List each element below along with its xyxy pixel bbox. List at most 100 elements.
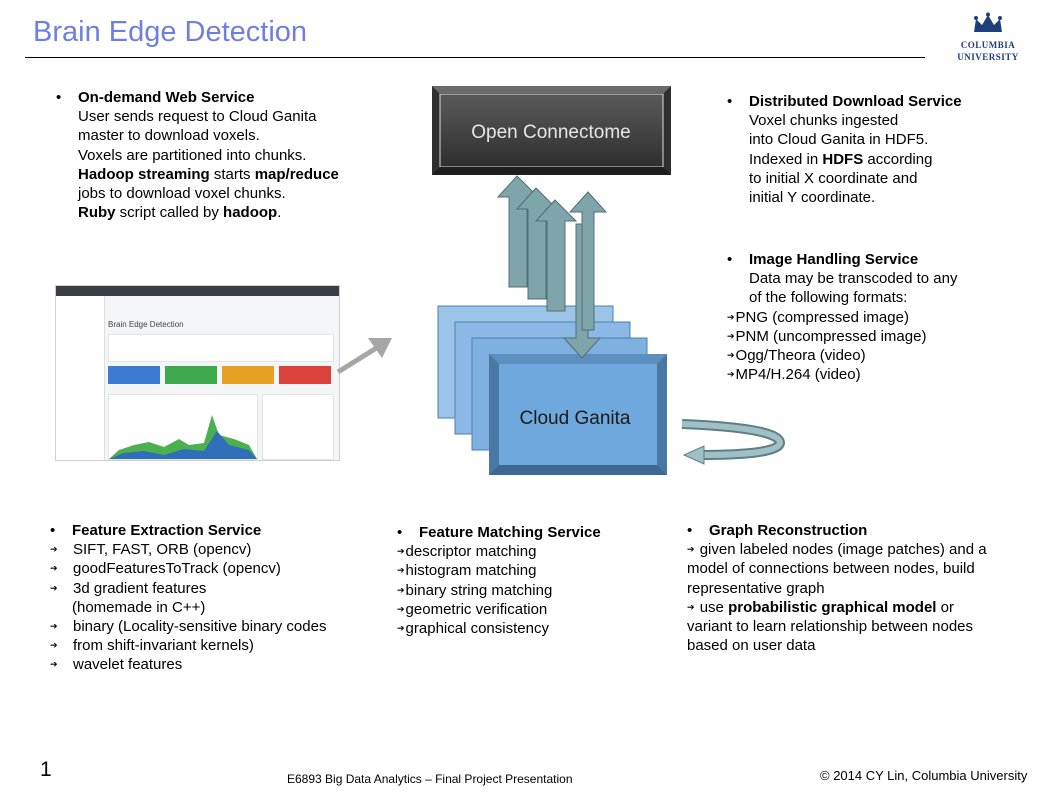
transfer-arrows bbox=[496, 175, 608, 359]
image-service-block: • Image Handling Service Data may be tran… bbox=[727, 250, 957, 384]
extraction-item: binary (Locality-sensitive binary codes bbox=[73, 618, 327, 636]
web-service-line-4: Hadoop streaming starts map/reduce bbox=[56, 165, 339, 184]
arrow-bullet-icon: ➔ bbox=[727, 369, 735, 380]
screenshot-tile bbox=[222, 366, 274, 384]
image-line: Data may be transcoded to any bbox=[749, 270, 958, 288]
download-line: initial Y coordinate. bbox=[749, 189, 876, 207]
web-service-block: •On-demand Web Service User sends reques… bbox=[56, 88, 339, 222]
bullet-icon: • bbox=[727, 251, 733, 268]
open-connectome-box bbox=[432, 86, 671, 175]
graph-reconstruction-block: •Graph Reconstruction ➔ given labeled no… bbox=[687, 521, 987, 655]
loop-arrow bbox=[681, 419, 786, 465]
download-line: to initial X coordinate and bbox=[749, 169, 918, 187]
graph-line: based on user data bbox=[687, 637, 816, 655]
arrow-bullet-icon: ➔ bbox=[687, 544, 695, 555]
format-item: ➔MP4/H.264 (video) bbox=[727, 365, 957, 384]
screenshot-tile bbox=[108, 366, 160, 384]
arrow-bullet-icon: ➔ bbox=[397, 603, 405, 614]
arrow-bullet-icon: ➔ bbox=[50, 582, 58, 593]
screenshot-heading: Brain Edge Detection bbox=[108, 320, 184, 329]
arrow-bullet-icon: ➔ bbox=[397, 584, 405, 595]
slide-title: Brain Edge Detection bbox=[33, 16, 308, 48]
pgm-text: probabilistic graphical model bbox=[728, 598, 937, 616]
image-line: of the following formats: bbox=[749, 289, 908, 307]
matching-item: geometric verification bbox=[405, 600, 548, 618]
feature-extraction-block: • Feature Extraction Service ➔ SIFT, FAST,… bbox=[50, 521, 326, 675]
cloud-ganita-box bbox=[489, 354, 667, 475]
feature-extraction-header: Feature Extraction Service bbox=[72, 522, 262, 539]
web-service-header: On-demand Web Service bbox=[78, 89, 255, 106]
format-item: ➔PNM (uncompressed image) bbox=[727, 327, 957, 346]
extraction-item: goodFeaturesToTrack (opencv) bbox=[73, 560, 281, 578]
dashboard-screenshot: Brain Edge Detection bbox=[55, 285, 340, 461]
download-line: Voxel chunks ingested bbox=[749, 112, 899, 130]
screenshot-area-chart bbox=[109, 415, 257, 459]
extraction-item: SIFT, FAST, ORB (opencv) bbox=[73, 541, 252, 559]
arrow-bullet-icon: ➔ bbox=[50, 544, 58, 555]
page-number: 1 bbox=[40, 758, 52, 781]
logo-line-1: Columbia bbox=[960, 40, 1016, 50]
period-text: . bbox=[277, 204, 282, 222]
web-service-line: jobs to download voxel chunks. bbox=[78, 185, 286, 203]
screenshot-sidebar bbox=[56, 296, 105, 460]
screenshot-tile bbox=[165, 366, 217, 384]
screenshot-tile bbox=[279, 366, 331, 384]
arrow-bullet-icon: ➔ bbox=[397, 565, 405, 576]
graph-line: representative graph bbox=[687, 579, 825, 597]
format-label: PNG (compressed image) bbox=[735, 308, 909, 326]
extraction-item: 3d gradient features bbox=[73, 579, 207, 597]
extraction-item-cont: (homemade in C++) bbox=[72, 598, 206, 616]
starts-text: starts bbox=[209, 165, 255, 183]
matching-item: binary string matching bbox=[405, 581, 553, 599]
bullet-icon: • bbox=[56, 89, 62, 106]
matching-item: descriptor matching bbox=[405, 543, 537, 561]
arrow-bullet-icon: ➔ bbox=[727, 311, 735, 322]
open-connectome-label: Open Connectome bbox=[471, 122, 631, 143]
download-line: into Cloud Ganita in HDF5. bbox=[749, 131, 929, 149]
columbia-logo: Columbia University bbox=[948, 12, 1028, 63]
arrow-bullet-icon: ➔ bbox=[727, 330, 735, 341]
download-line-3: Indexed in HDFS according bbox=[727, 150, 962, 169]
according-text: according bbox=[863, 150, 933, 168]
title-rule bbox=[25, 57, 925, 58]
arrow-bullet-icon: ➔ bbox=[397, 623, 405, 634]
browser-bar bbox=[56, 286, 339, 296]
screenshot-form bbox=[108, 334, 334, 362]
arrow-bullet-icon: ➔ bbox=[687, 601, 695, 612]
arrow-bullet-icon: ➔ bbox=[50, 621, 58, 632]
map-reduce-text: map/reduce bbox=[254, 165, 339, 183]
bullet-icon: • bbox=[727, 93, 733, 110]
format-item: ➔Ogg/Theora (video) bbox=[727, 346, 957, 365]
download-service-block: • Distributed Download Service Voxel chun… bbox=[727, 92, 962, 207]
feature-matching-header: Feature Matching Service bbox=[419, 524, 601, 541]
hadoop-streaming-text: Hadoop streaming bbox=[78, 165, 210, 183]
footer-right: © 2014 CY Lin, Columbia University bbox=[820, 768, 1028, 783]
web-service-line: master to download voxels. bbox=[78, 127, 260, 145]
format-label: PNM (uncompressed image) bbox=[735, 327, 927, 345]
download-service-header: Distributed Download Service bbox=[749, 93, 962, 110]
arrow-bullet-icon: ➔ bbox=[50, 563, 58, 574]
bullet-icon: • bbox=[687, 522, 693, 539]
footer-center: E6893 Big Data Analytics – Final Project… bbox=[287, 772, 573, 786]
extraction-item: from shift-invariant kernels) bbox=[73, 637, 254, 655]
arrow-bullet-icon: ➔ bbox=[727, 350, 735, 361]
feature-matching-block: •Feature Matching Service ➔descriptor ma… bbox=[397, 523, 601, 638]
or-text: or bbox=[936, 598, 954, 616]
indexed-text: Indexed in bbox=[749, 150, 823, 168]
bullet-icon: • bbox=[397, 524, 403, 541]
arrow-bullet-icon: ➔ bbox=[50, 640, 58, 651]
image-service-header: Image Handling Service bbox=[749, 251, 919, 268]
ruby-text: Ruby bbox=[78, 204, 116, 222]
screenshot-arrow bbox=[336, 338, 392, 375]
graph-reconstruction-header: Graph Reconstruction bbox=[709, 522, 868, 539]
web-service-line-6: Ruby script called by hadoop. bbox=[56, 203, 339, 222]
script-text: script called by bbox=[115, 204, 224, 222]
format-label: MP4/H.264 (video) bbox=[735, 366, 861, 384]
use-text: use bbox=[699, 598, 729, 616]
graph-line: variant to learn relationship between no… bbox=[687, 618, 974, 636]
bullet-icon: • bbox=[50, 522, 56, 539]
format-label: Ogg/Theora (video) bbox=[735, 347, 866, 365]
extraction-item: wavelet features bbox=[73, 656, 183, 674]
matching-item: histogram matching bbox=[405, 562, 537, 580]
